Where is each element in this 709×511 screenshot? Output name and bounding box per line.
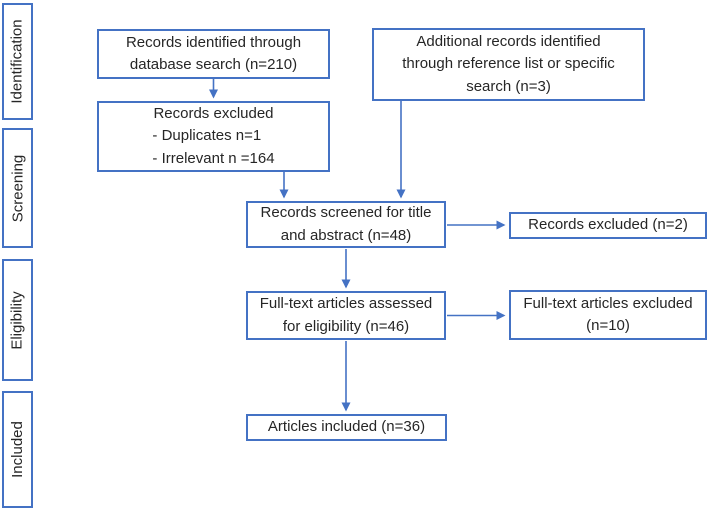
stage-box-screening: Screening bbox=[2, 128, 33, 248]
box-fulltext-assessed: Full-text articles assessed for eligibil… bbox=[246, 291, 446, 340]
stage-label-eligibility: Eligibility bbox=[9, 290, 27, 350]
box-fulltext-assessed-line2: for eligibility (n=46) bbox=[282, 317, 410, 335]
box-fulltext-assessed-line1: Full-text articles assessed bbox=[259, 295, 433, 313]
stage-box-eligibility: Eligibility bbox=[2, 259, 33, 381]
box-additional-records-line2: through reference list or specific bbox=[402, 55, 615, 73]
box-records-identified-line1: Records identified through bbox=[125, 33, 302, 51]
bullet-duplicates: - Duplicates n=1 bbox=[152, 127, 262, 145]
stage-box-identification: Identification bbox=[2, 3, 33, 120]
box-records-identified-line2: database search (n=210) bbox=[129, 56, 298, 73]
stage-label-identification: Identification bbox=[9, 19, 27, 104]
box-records-excluded-initial-title: Records excluded bbox=[153, 105, 274, 123]
box-records-excluded-screening: Records excluded (n=2) bbox=[509, 212, 707, 239]
box-records-excluded-initial-bullets: - Duplicates n=1 - Irrelevant n =164 bbox=[152, 125, 274, 169]
stage-label-included: Included bbox=[9, 421, 26, 478]
box-records-screened-line2: and abstract (n=48) bbox=[280, 226, 412, 244]
stage-label-screening: Screening bbox=[9, 154, 27, 222]
box-articles-included-line1: Articles included (n=36) bbox=[267, 418, 426, 436]
box-records-identified: Records identified through database sear… bbox=[97, 29, 330, 79]
box-additional-records: Additional records identified through re… bbox=[372, 28, 645, 101]
box-records-excluded-initial: Records excluded - Duplicates n=1 - Irre… bbox=[97, 101, 330, 172]
box-records-excluded-screening-line1: Records excluded (n=2) bbox=[528, 216, 688, 234]
box-additional-records-line3: search (n=3) bbox=[466, 77, 551, 95]
box-records-screened: Records screened for title and abstract … bbox=[246, 201, 446, 248]
bullet-irrelevant: - Irrelevant n =164 bbox=[152, 149, 275, 167]
box-fulltext-excluded: Full-text articles excluded (n=10) bbox=[509, 290, 707, 340]
box-articles-included: Articles included (n=36) bbox=[246, 414, 447, 441]
box-fulltext-excluded-line2: (n=10) bbox=[586, 317, 630, 334]
box-additional-records-line1: Additional records identified bbox=[416, 33, 601, 51]
stage-box-included: Included bbox=[2, 391, 33, 508]
box-records-screened-line1: Records screened for title bbox=[260, 204, 432, 222]
box-fulltext-excluded-line1: Full-text articles excluded bbox=[523, 294, 693, 312]
